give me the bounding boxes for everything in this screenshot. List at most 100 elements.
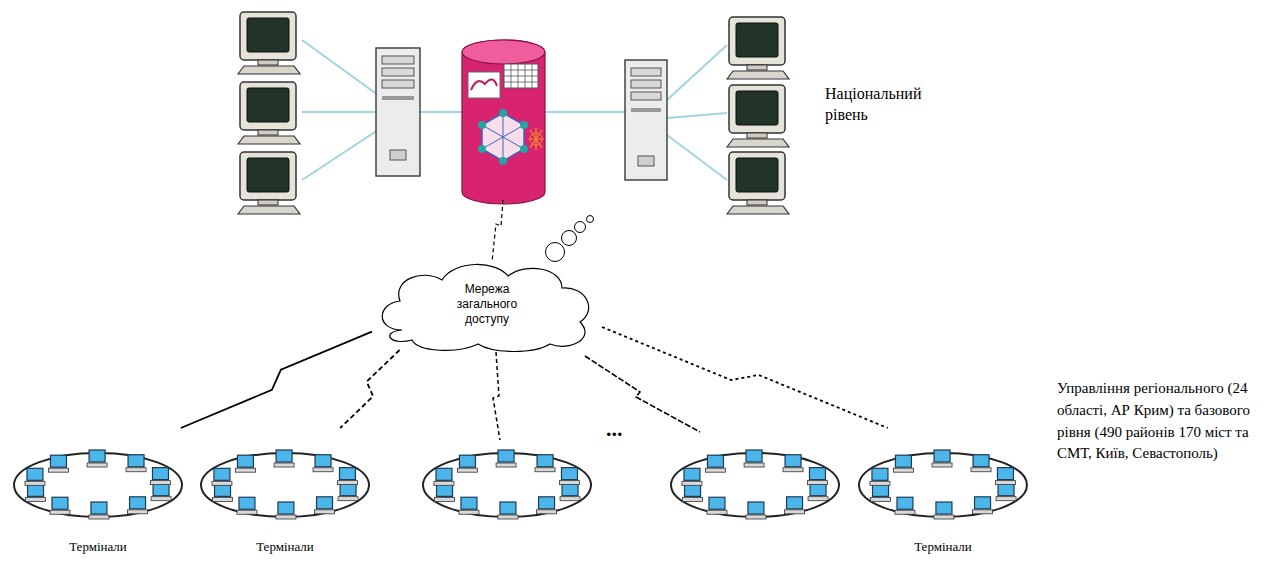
terminal-screen: [437, 484, 453, 496]
terminal-icon: [496, 450, 516, 467]
terminal-icon: [934, 502, 954, 519]
terminal-screen: [89, 450, 105, 462]
server-tower: [638, 156, 654, 166]
terminal-base: [537, 510, 557, 514]
terminal-icon: [459, 497, 479, 514]
database-cylinder: [530, 133, 542, 145]
terminal-base: [707, 510, 727, 514]
terminal-base: [785, 510, 805, 514]
terminal-screen: [91, 502, 107, 514]
terminal-icon: [235, 455, 255, 472]
terminal-icon: [705, 455, 725, 472]
server-tower: [382, 96, 414, 100]
terminal-icon: [932, 450, 952, 467]
terminal-screen: [239, 497, 255, 509]
lightning-link: [340, 350, 399, 428]
terminal-icon: [274, 450, 294, 467]
terminal-base: [746, 515, 766, 519]
terminal-base: [807, 481, 827, 485]
terminal-icon: [682, 468, 702, 485]
connection-line: [585, 356, 700, 432]
cloud-label: Мережа загального доступу: [445, 282, 529, 327]
database-cylinder: [468, 72, 500, 98]
terminal-base: [151, 497, 171, 501]
terminal-screen: [539, 497, 555, 509]
terminal-icon: [744, 450, 764, 467]
database-cylinder: [482, 113, 524, 161]
database-cylinder: [462, 40, 545, 204]
ring-shape: [6, 428, 190, 558]
server-tower: [625, 60, 667, 180]
terminal-screen: [997, 468, 1013, 480]
terminal-screen: [500, 502, 516, 514]
terminal-screen: [317, 497, 333, 509]
terminal-base: [744, 463, 764, 467]
terminals-label: Термінали: [914, 540, 972, 554]
terminal-base: [337, 481, 357, 485]
terminal-base: [26, 497, 46, 501]
terminals-label: Термінали: [256, 540, 314, 554]
server-tower: [631, 68, 661, 76]
server-tower: [382, 56, 414, 64]
terminal-screen: [276, 450, 292, 462]
terminal-base: [560, 497, 580, 501]
terminal-base: [870, 481, 890, 485]
terminal-screen: [214, 468, 230, 480]
terminal-screen: [315, 455, 331, 467]
terminal-screen: [561, 468, 577, 480]
bubbles: [575, 222, 586, 233]
terminal-icon: [870, 468, 890, 485]
terminal-base: [783, 468, 803, 472]
database-cylinder: [499, 109, 507, 117]
terminal-base: [237, 510, 257, 514]
link-lines: [302, 130, 378, 180]
terminal-icon: [337, 468, 357, 485]
lightning-link: [602, 327, 888, 428]
terminal-icon: [895, 497, 915, 514]
terminal-base: [338, 497, 358, 501]
terminal-screen: [153, 484, 169, 496]
terminal-screen: [709, 497, 725, 509]
terminal-screen: [873, 484, 889, 496]
workstation-icon: [727, 85, 789, 147]
terminals-label: Термінали: [69, 540, 127, 554]
bubbles: [546, 243, 565, 262]
terminal-screen: [459, 455, 475, 467]
ring-shape: [851, 428, 1035, 558]
terminal-base: [276, 515, 296, 519]
terminal-icon: [435, 484, 455, 501]
terminal-icon: [893, 455, 913, 472]
database-cylinder: [499, 157, 507, 165]
terminal-screen: [152, 468, 168, 480]
terminal-screen: [685, 484, 701, 496]
terminal-screen: [787, 497, 803, 509]
terminal-ring: [423, 450, 839, 519]
terminal-base: [895, 510, 915, 514]
link-lines: [667, 135, 727, 180]
terminal-screen: [973, 455, 989, 467]
database-cylinder: [520, 145, 528, 153]
terminal-icon: [535, 455, 555, 472]
terminal-icon: [537, 497, 557, 514]
workstation-icon: [727, 17, 789, 79]
terminal-screen: [748, 502, 764, 514]
terminal-screen: [895, 455, 911, 467]
terminal-icon: [434, 468, 454, 485]
terminal-base: [87, 463, 107, 467]
link-lines: [420, 111, 462, 113]
terminal-screen: [436, 468, 452, 480]
ellipsis-mark: ...: [606, 418, 646, 440]
terminal-icon: [26, 484, 46, 501]
cloud-outline: [382, 264, 588, 351]
terminal-screen: [27, 468, 43, 480]
terminal-ring: Термінали: [6, 428, 190, 558]
terminal-base: [459, 510, 479, 514]
database-cylinder: [462, 40, 545, 64]
link-lines: [545, 111, 625, 113]
terminal-base: [274, 463, 294, 467]
terminal-screen: [50, 455, 66, 467]
ring-shape: [193, 428, 377, 558]
terminal-icon: [871, 484, 891, 501]
terminal-base: [315, 510, 335, 514]
